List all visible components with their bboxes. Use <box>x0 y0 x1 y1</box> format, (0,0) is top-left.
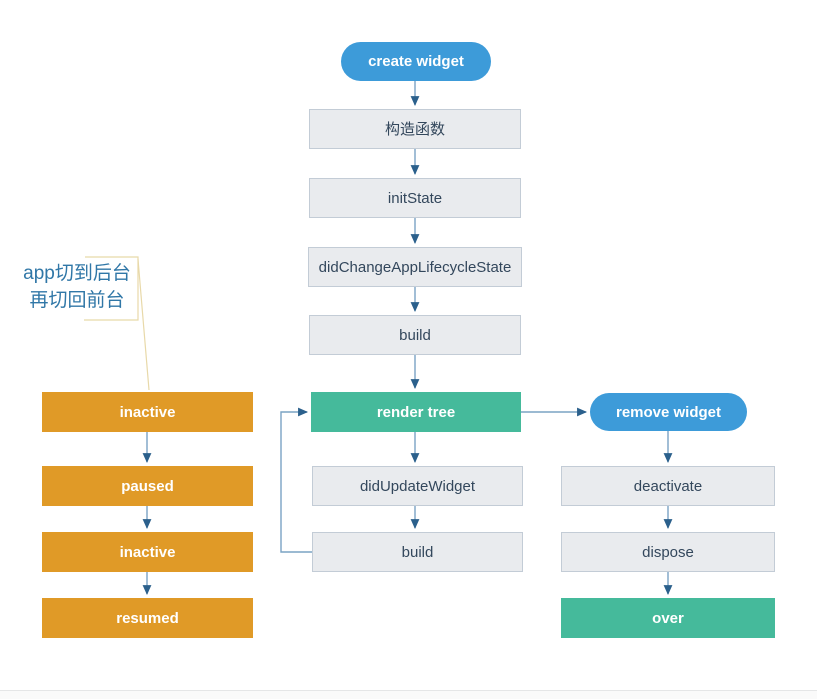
node-render-tree: render tree <box>311 392 521 432</box>
node-didupdatewidget: didUpdateWidget <box>312 466 523 506</box>
node-didchangeapplifecyclestate: didChangeAppLifecycleState <box>308 247 522 287</box>
page-bottom-divider <box>0 690 817 691</box>
node-paused: paused <box>42 466 253 506</box>
node-remove-widget: remove widget <box>590 393 747 431</box>
node-dispose: dispose <box>561 532 775 572</box>
annotation-line-1: app切到后台 <box>23 263 131 284</box>
node-over: over <box>561 598 775 638</box>
annotation-line-2: 再切回前台 <box>29 290 125 311</box>
node-inactive-1: inactive <box>42 392 253 432</box>
node-deactivate: deactivate <box>561 466 775 506</box>
annotation-app-switch: app切到后台 再切回前台 <box>14 260 140 314</box>
node-resumed: resumed <box>42 598 253 638</box>
annotation-leader-line <box>137 258 150 391</box>
page-bottom-band <box>0 691 817 699</box>
node-create-widget: create widget <box>341 42 491 81</box>
node-inactive-2: inactive <box>42 532 253 572</box>
node-build-1: build <box>309 315 521 355</box>
node-build-2: build <box>312 532 523 572</box>
node-initstate: initState <box>309 178 521 218</box>
node-constructor: 构造函数 <box>309 109 521 149</box>
arrow-build2-loop-to-rendertree <box>280 407 312 553</box>
annotation-callout-bracket <box>84 256 139 321</box>
